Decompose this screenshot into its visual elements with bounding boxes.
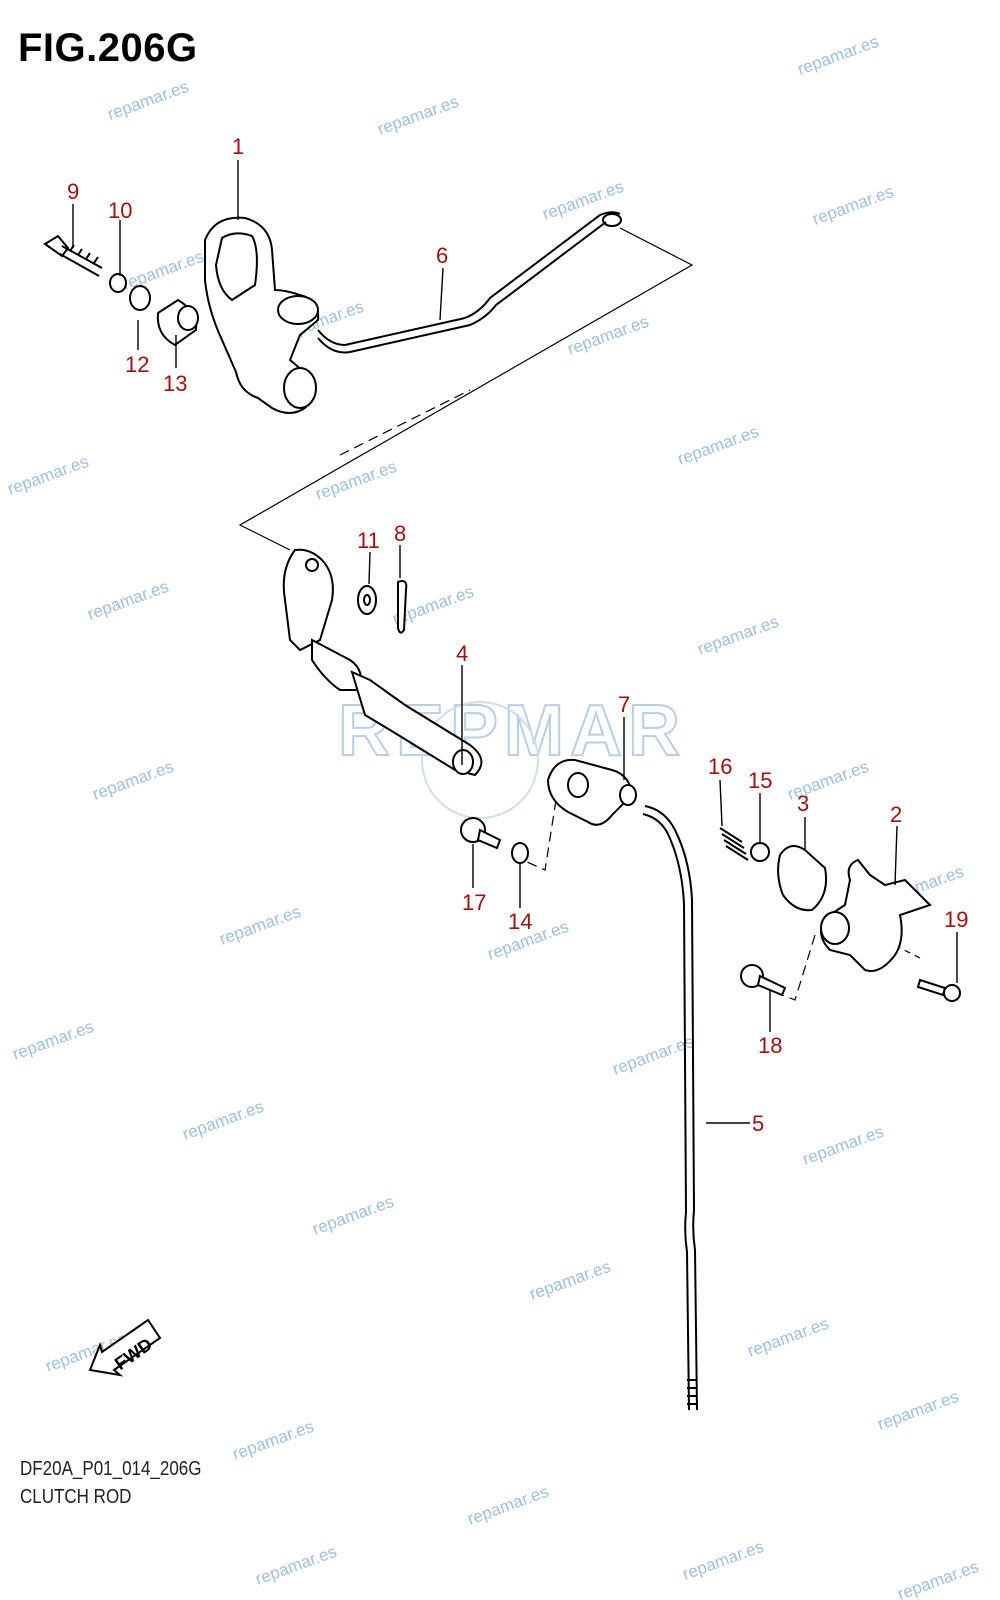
watermark-text: repamar.es — [800, 1122, 886, 1169]
lower-clutch-rod-part — [642, 805, 698, 1411]
watermark-text: repamar.es — [10, 1017, 96, 1064]
watermark-text: repamar.es — [745, 1314, 831, 1361]
watermark-text: repamar.es — [105, 77, 191, 124]
bolt-washer-bushing-parts — [43, 234, 199, 347]
figure-code: DF20A_P01_014_206G — [20, 1458, 202, 1480]
forward-direction-arrow: FWD — [88, 1318, 162, 1377]
assembly-leader-lines — [238, 227, 921, 1001]
callout-leaders — [72, 160, 958, 1124]
callout-5: 5 — [752, 1111, 764, 1136]
watermark-text: repamar.es — [120, 247, 206, 294]
watermark-text: repamar.es — [565, 312, 651, 359]
watermark-text: repamar.es — [180, 1097, 266, 1144]
upper-clutch-rod-part — [317, 211, 622, 354]
callout-17: 17 — [462, 890, 486, 915]
watermark-text: repamar.es — [375, 92, 461, 139]
watermark-text: repamar.es — [540, 177, 626, 224]
callout-12: 12 — [125, 352, 149, 377]
watermark-text: repamar.es — [675, 422, 761, 469]
callout-numbers: 1 2 3 4 5 6 7 8 9 10 11 12 13 14 15 16 1… — [67, 134, 968, 1136]
callout-7: 7 — [618, 692, 630, 717]
watermark-text: repamar.es — [680, 1537, 766, 1584]
callout-4: 4 — [456, 641, 468, 666]
callout-1: 1 — [232, 134, 244, 159]
watermark-text: repamar.es — [85, 577, 171, 624]
watermark-text: repamar.es — [310, 1192, 396, 1239]
callout-14: 14 — [508, 909, 532, 934]
pin-and-washer-parts — [460, 817, 529, 864]
callout-8: 8 — [394, 521, 406, 546]
watermark-text: repamar.es — [527, 1257, 613, 1304]
callout-9: 9 — [67, 179, 79, 204]
watermark-text: repamar.es — [895, 1557, 981, 1600]
watermark-text: repamar.es — [795, 32, 881, 79]
watermark-text: repamar.es — [217, 902, 303, 949]
callout-3: 3 — [797, 791, 809, 816]
callout-6: 6 — [436, 243, 448, 268]
callout-19: 19 — [944, 907, 968, 932]
callout-18: 18 — [758, 1033, 782, 1058]
watermark-text: repamar.es — [695, 612, 781, 659]
watermark-text: repamar.es — [810, 182, 896, 229]
callout-15: 15 — [748, 768, 772, 793]
watermark-text: repamar.es — [253, 1542, 339, 1589]
watermark-text: repamar.es — [313, 457, 399, 504]
callout-16: 16 — [708, 754, 732, 779]
watermark-text: repamar.es — [230, 1417, 316, 1464]
watermark-text: repamar.es — [90, 757, 176, 804]
figure-title: FIG.206G — [18, 26, 198, 70]
clutch-shaft-part — [282, 548, 483, 777]
clutch-lever-part — [204, 216, 320, 414]
callout-13: 13 — [163, 371, 187, 396]
callout-2: 2 — [890, 802, 902, 827]
watermark-text: repamar.es — [465, 1482, 551, 1529]
detent-and-cam-parts — [719, 827, 961, 1002]
watermark-text: repamar.es — [5, 452, 91, 499]
callout-10: 10 — [108, 198, 132, 223]
watermark-text: repamar.es — [875, 1387, 961, 1434]
callout-11: 11 — [357, 528, 380, 553]
watermark-text: repamar.es — [610, 1032, 696, 1079]
rod-joint-part — [546, 758, 637, 826]
washer-and-cotter-pin-parts — [357, 580, 408, 634]
figure-caption: CLUTCH ROD — [20, 1486, 132, 1508]
